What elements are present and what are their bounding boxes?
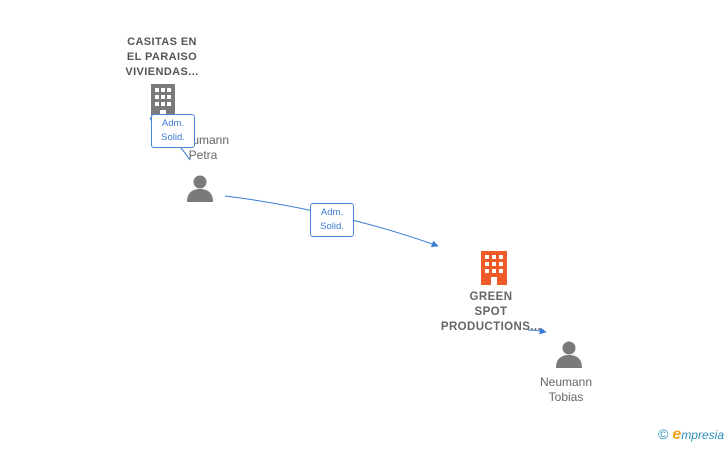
role-badge-line-2: Solid. [161,132,185,143]
tobias-label-line-1: Neumann [539,375,593,389]
role-badge[interactable]: Adm. Solid. [310,203,354,237]
green-spot-label-line-3: PRODUCTIONS... [440,321,542,333]
tobias-label-line-2: Tobias [548,390,584,404]
role-badge-line-1: Adm. [161,118,185,129]
casitas-label-line-2: EL PARAISO [126,51,198,63]
green-spot-label-line-1: GREEN [469,291,513,303]
building-icon[interactable] [151,84,175,123]
building-icon[interactable] [481,251,507,290]
brand-logo-e: e [672,426,682,443]
brand-logo-text: mpresia [681,428,724,442]
role-badge-line-1: Adm. [320,207,344,218]
edge-tobias-green-spot [527,327,547,335]
person-icon[interactable] [555,340,583,373]
role-badge[interactable]: Adm. Solid. [151,114,195,148]
copyright-icon: © [658,426,669,442]
casitas-label-line-1: CASITAS EN [127,36,197,48]
role-badge-line-2: Solid. [320,221,344,232]
green-spot-label[interactable]: GREEN SPOT PRODUCTIONS... [431,290,551,335]
green-spot-label-line-2: SPOT [474,306,508,318]
casitas-label-line-3: VIVIENDAS... [125,66,199,78]
empresia-watermark: ©empresia [658,426,724,444]
casitas-label[interactable]: CASITAS EN EL PARAISO VIVIENDAS... [102,35,222,80]
tobias-label[interactable]: Neumann Tobias [506,375,626,405]
person-icon[interactable] [186,174,214,207]
petra-label-line-2: Petra [188,148,218,162]
